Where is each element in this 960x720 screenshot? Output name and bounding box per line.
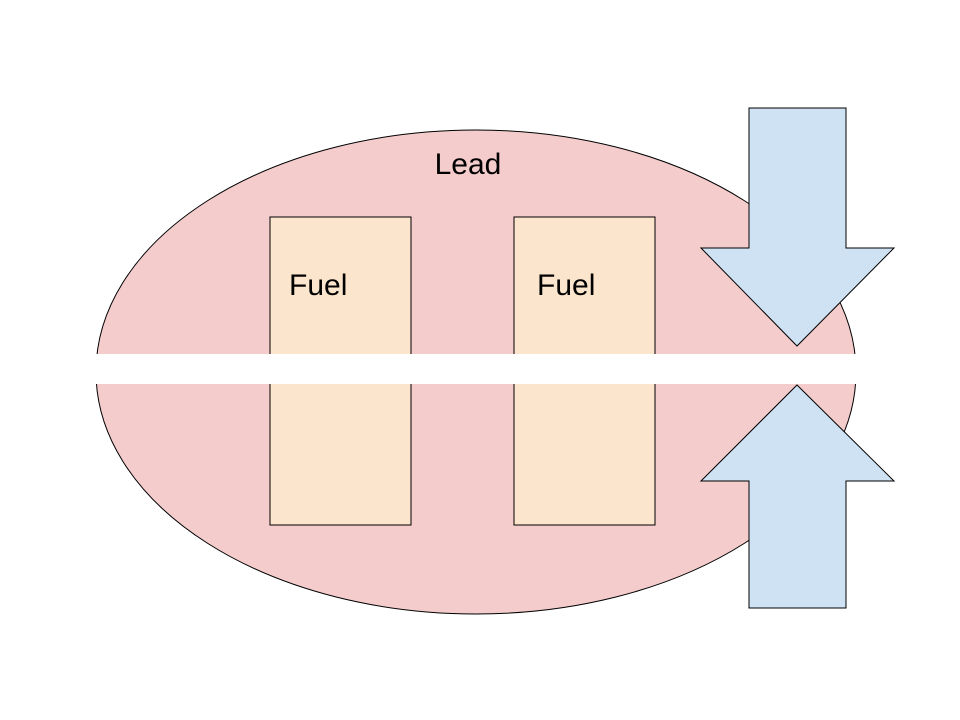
fuel-label-left: Fuel [289, 269, 347, 302]
split-gap [90, 354, 870, 384]
lead-label: Lead [435, 148, 502, 181]
fuel-label-right: Fuel [537, 269, 595, 302]
down-arrow [699, 107, 896, 347]
up-arrow [699, 384, 896, 609]
